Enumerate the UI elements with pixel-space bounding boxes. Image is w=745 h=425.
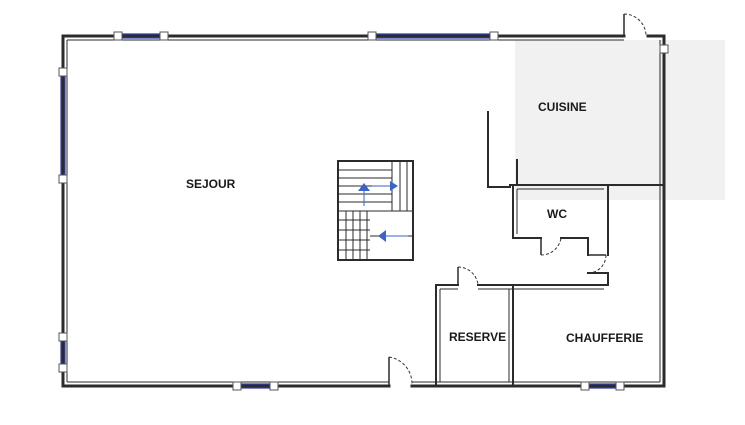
room-label-wc: WC bbox=[547, 207, 567, 221]
arrow-left-icon bbox=[378, 230, 408, 242]
exterior-walls bbox=[61, 34, 666, 388]
arrow-up-icon bbox=[358, 183, 370, 206]
room-label-chaufferie: CHAUFFERIE bbox=[566, 331, 643, 345]
windows bbox=[58, 31, 669, 391]
room-label-cuisine: CUISINE bbox=[538, 100, 587, 114]
staircase bbox=[337, 160, 414, 261]
interior-walls bbox=[435, 111, 665, 387]
room-label-reserve: RESERVE bbox=[449, 330, 506, 344]
room-label-sejour: SEJOUR bbox=[186, 177, 236, 191]
watermark bbox=[515, 40, 725, 200]
arrow-right-icon bbox=[372, 181, 398, 191]
room-labels: SEJOUR CUISINE WC RESERVE CHAUFFERIE bbox=[186, 100, 643, 345]
